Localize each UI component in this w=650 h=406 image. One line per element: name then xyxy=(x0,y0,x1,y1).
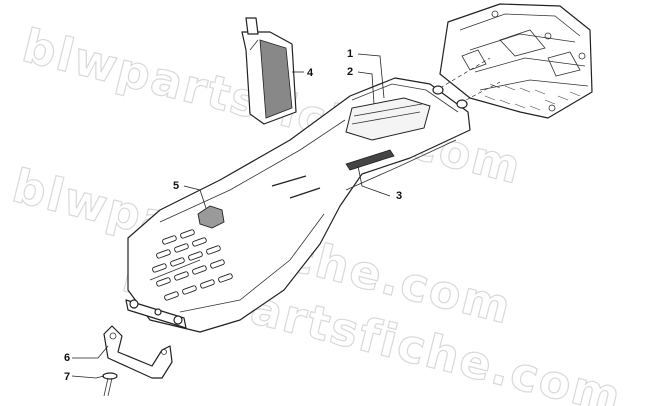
rivet-illustration xyxy=(102,372,118,397)
skid-plate-illustration xyxy=(125,77,471,333)
bracket-illustration xyxy=(103,325,173,379)
foam-pad-illustration xyxy=(197,205,225,229)
callout-3: 3 xyxy=(396,190,402,202)
foam-insert-illustration xyxy=(241,17,297,125)
callout-4: 4 xyxy=(307,67,314,79)
callout-6: 6 xyxy=(64,352,70,364)
engine-block-illustration xyxy=(439,3,593,119)
callout-5: 5 xyxy=(173,180,179,192)
callouts: 1 2 3 4 5 6 7 xyxy=(64,48,402,383)
leader-lines xyxy=(71,53,391,379)
callout-2: 2 xyxy=(347,66,353,78)
callout-7: 7 xyxy=(64,371,70,383)
alignment-lines xyxy=(439,57,501,101)
callout-1: 1 xyxy=(347,48,353,60)
